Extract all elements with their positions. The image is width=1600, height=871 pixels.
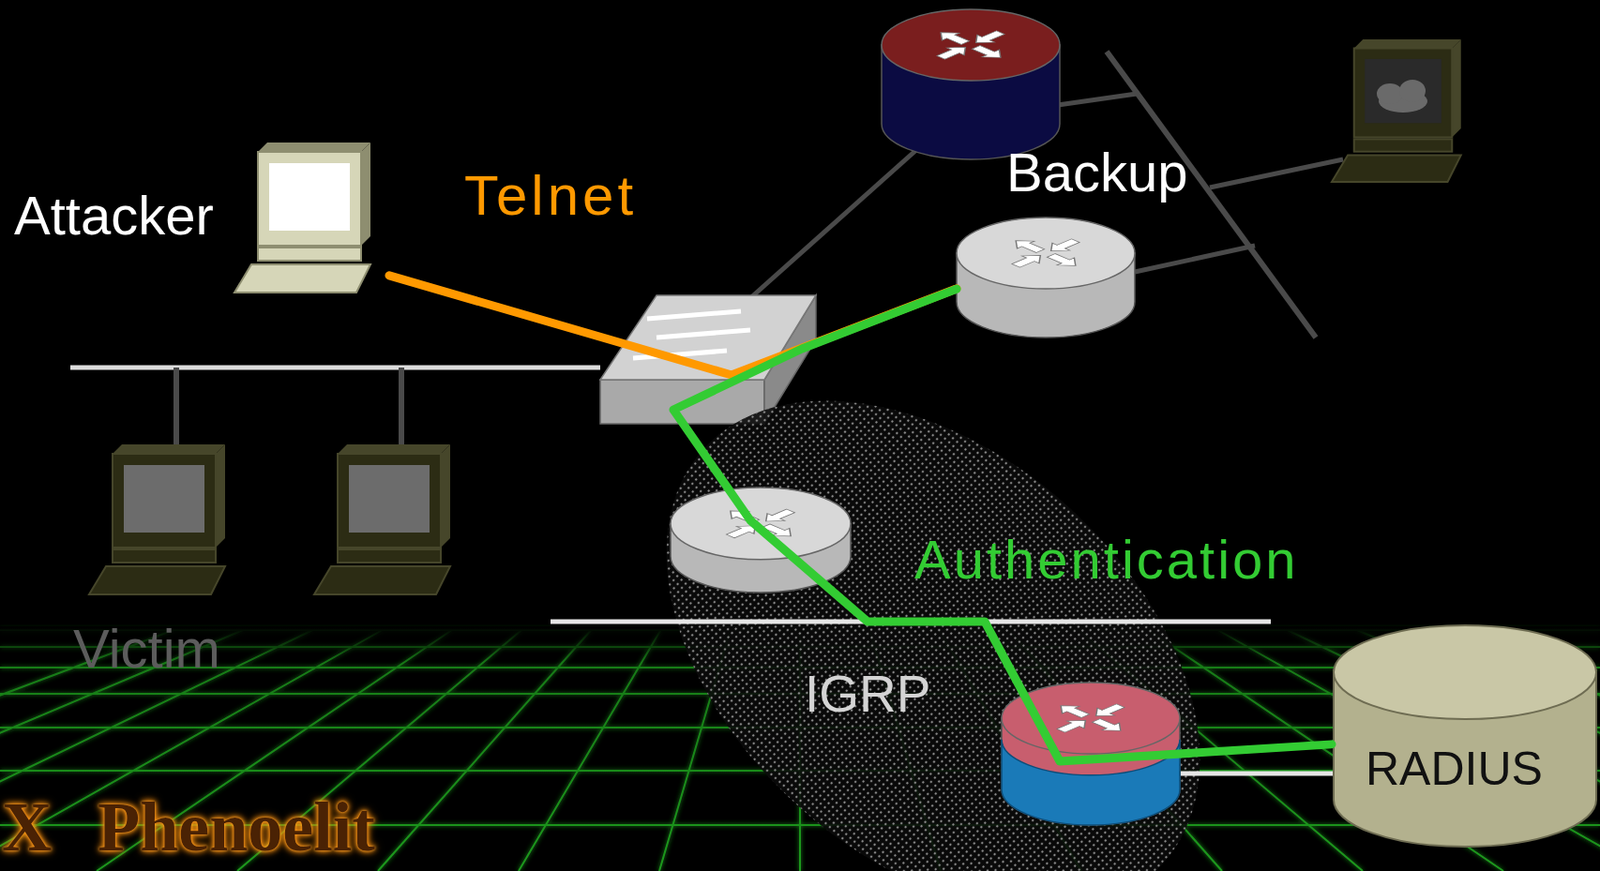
edge-label: Telnet <box>464 165 637 227</box>
node-label: Backup <box>1006 142 1188 203</box>
watermark: X Phenoelit <box>1 789 376 866</box>
igrp-region: IGRP <box>618 431 1257 871</box>
radius-cylinder <box>1331 623 1599 849</box>
igrp-region-shape <box>618 431 1257 871</box>
backup-router: Backup <box>956 140 1210 340</box>
radius-server: RADIUS <box>1331 623 1599 849</box>
connector <box>673 288 1332 762</box>
attacker-pc: Attacker <box>9 140 390 301</box>
node-label: Attacker <box>14 185 214 246</box>
node-label: RADIUS <box>1365 743 1543 796</box>
node-label: IGRP <box>804 665 931 724</box>
victim-label: Victim <box>73 618 221 680</box>
edge-label: Authentication <box>914 529 1299 590</box>
